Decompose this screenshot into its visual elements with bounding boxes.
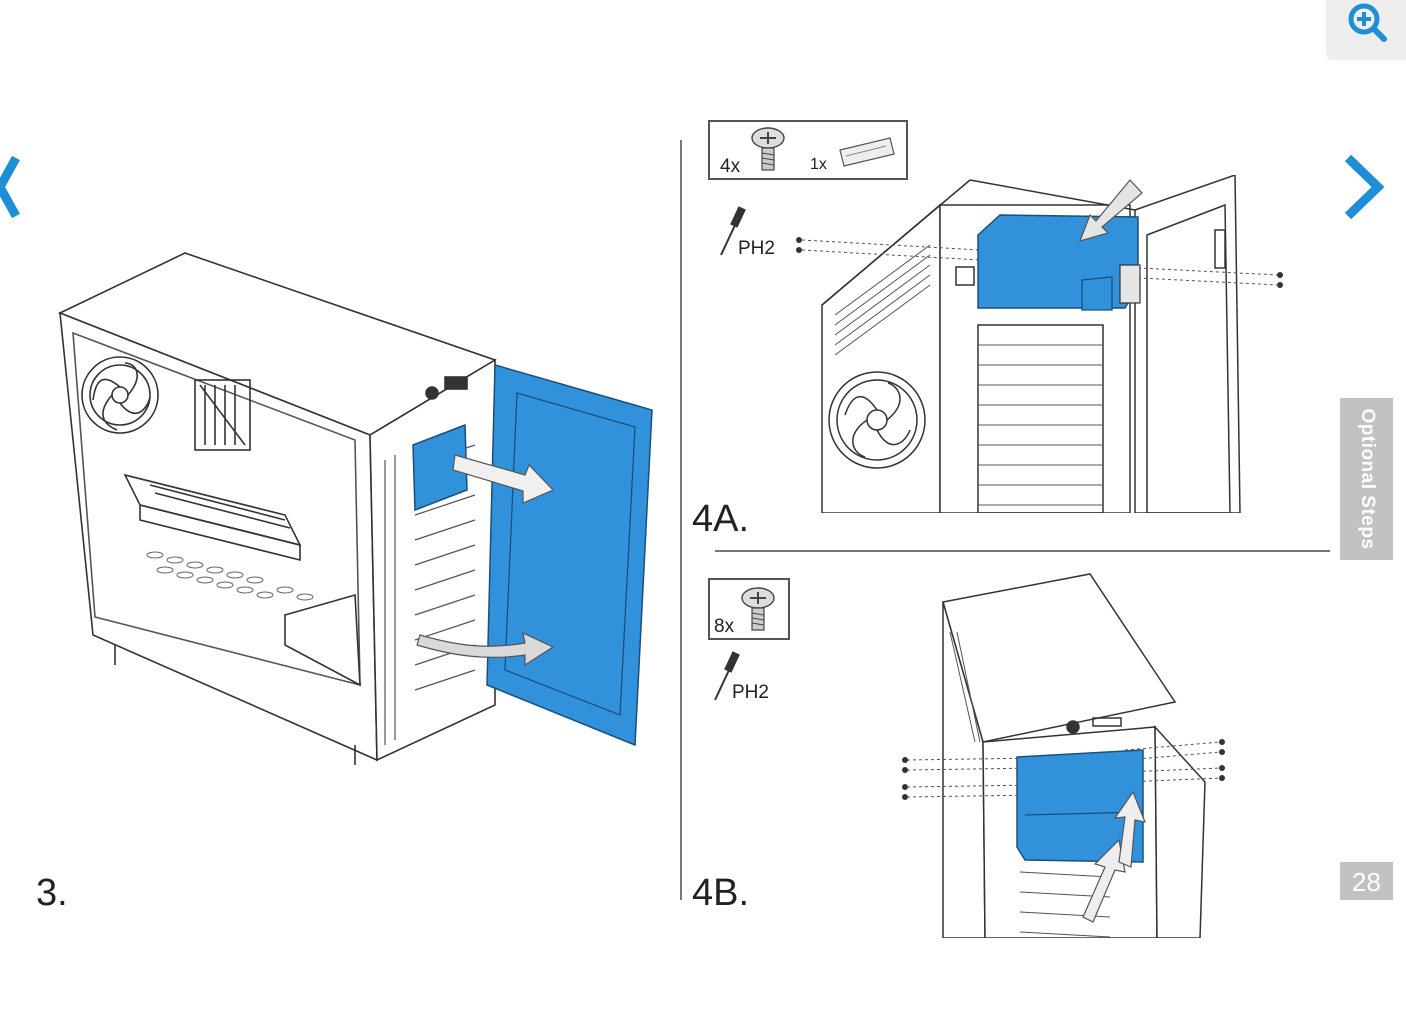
vertical-divider	[680, 140, 682, 900]
step4a-bracket-qty: 1x	[810, 156, 827, 173]
horizontal-divider	[715, 550, 1330, 552]
step4b-screw-qty: 8x	[714, 616, 735, 637]
step4a-case-illustration	[796, 175, 1283, 513]
step4b-case-illustration	[902, 573, 1225, 938]
screwdriver-icon	[720, 206, 746, 256]
screw-icon	[751, 127, 785, 171]
step4a-screw-qty: 4x	[720, 156, 741, 177]
step4a-hardware-box: 4x 1x	[708, 120, 908, 180]
chevron-left-icon	[0, 155, 20, 219]
zoom-in-button[interactable]	[1326, 0, 1406, 60]
step4b-tool-label: PH2	[732, 682, 769, 703]
step4a-label: 4A.	[692, 498, 750, 540]
step4b-hardware-box: 8x	[708, 578, 790, 640]
chevron-right-icon	[1344, 154, 1385, 220]
step3-case-illustration	[57, 252, 653, 765]
step4a-tool-label: PH2	[738, 238, 775, 259]
optional-steps-tab-label: Optional Steps	[1356, 408, 1378, 550]
step4b-label: 4B.	[692, 872, 750, 914]
zoom-in-icon	[1348, 3, 1387, 42]
screw-icon	[741, 587, 775, 631]
bracket-icon	[839, 137, 895, 167]
page-number: 28	[1340, 862, 1393, 900]
next-page-button[interactable]	[1340, 150, 1390, 225]
screwdriver-icon	[714, 651, 740, 701]
optional-steps-tab[interactable]: Optional Steps	[1340, 398, 1393, 560]
previous-page-button[interactable]	[0, 150, 50, 225]
step3-label: 3.	[36, 872, 68, 914]
